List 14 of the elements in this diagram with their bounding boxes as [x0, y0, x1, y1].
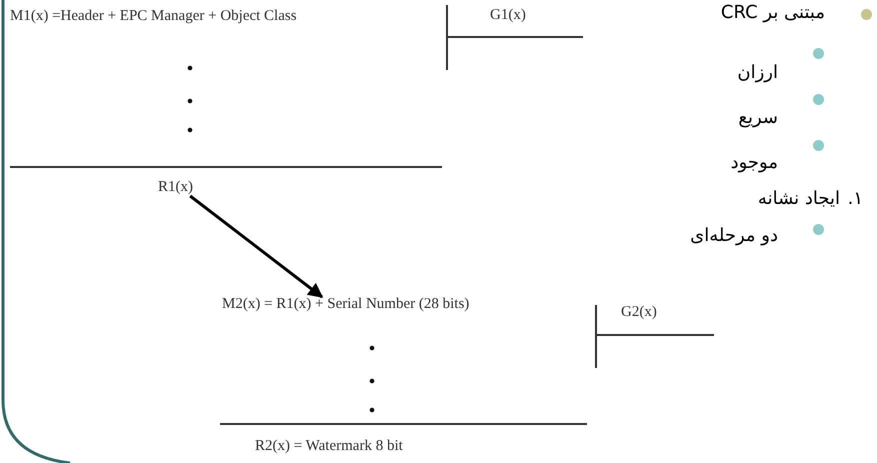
remainder-text: R2(x) = Watermark 8 bit	[255, 437, 403, 455]
list-item-text: موجود	[730, 152, 778, 174]
list-item-text: مبتنی بر CRC	[720, 2, 825, 24]
formula-text: M2(x) = R1(x) + Serial Number (28 bits)	[222, 295, 470, 313]
list-item-text: دو مرحله‌ای	[690, 225, 778, 247]
formula-text: M1(x) =Header + EPC Manager + Object Class	[10, 7, 297, 25]
list-number: ۱.	[848, 188, 863, 210]
remainder-text: R1(x)	[158, 178, 193, 196]
divisor-text: G2(x)	[621, 303, 657, 321]
divisor-text: G1(x)	[490, 6, 526, 24]
list-item-text: ارزان	[737, 62, 778, 84]
arrow	[189, 194, 324, 298]
list-item-text: ایجاد نشانه	[758, 188, 840, 210]
list-item-text: سریع	[738, 107, 778, 129]
